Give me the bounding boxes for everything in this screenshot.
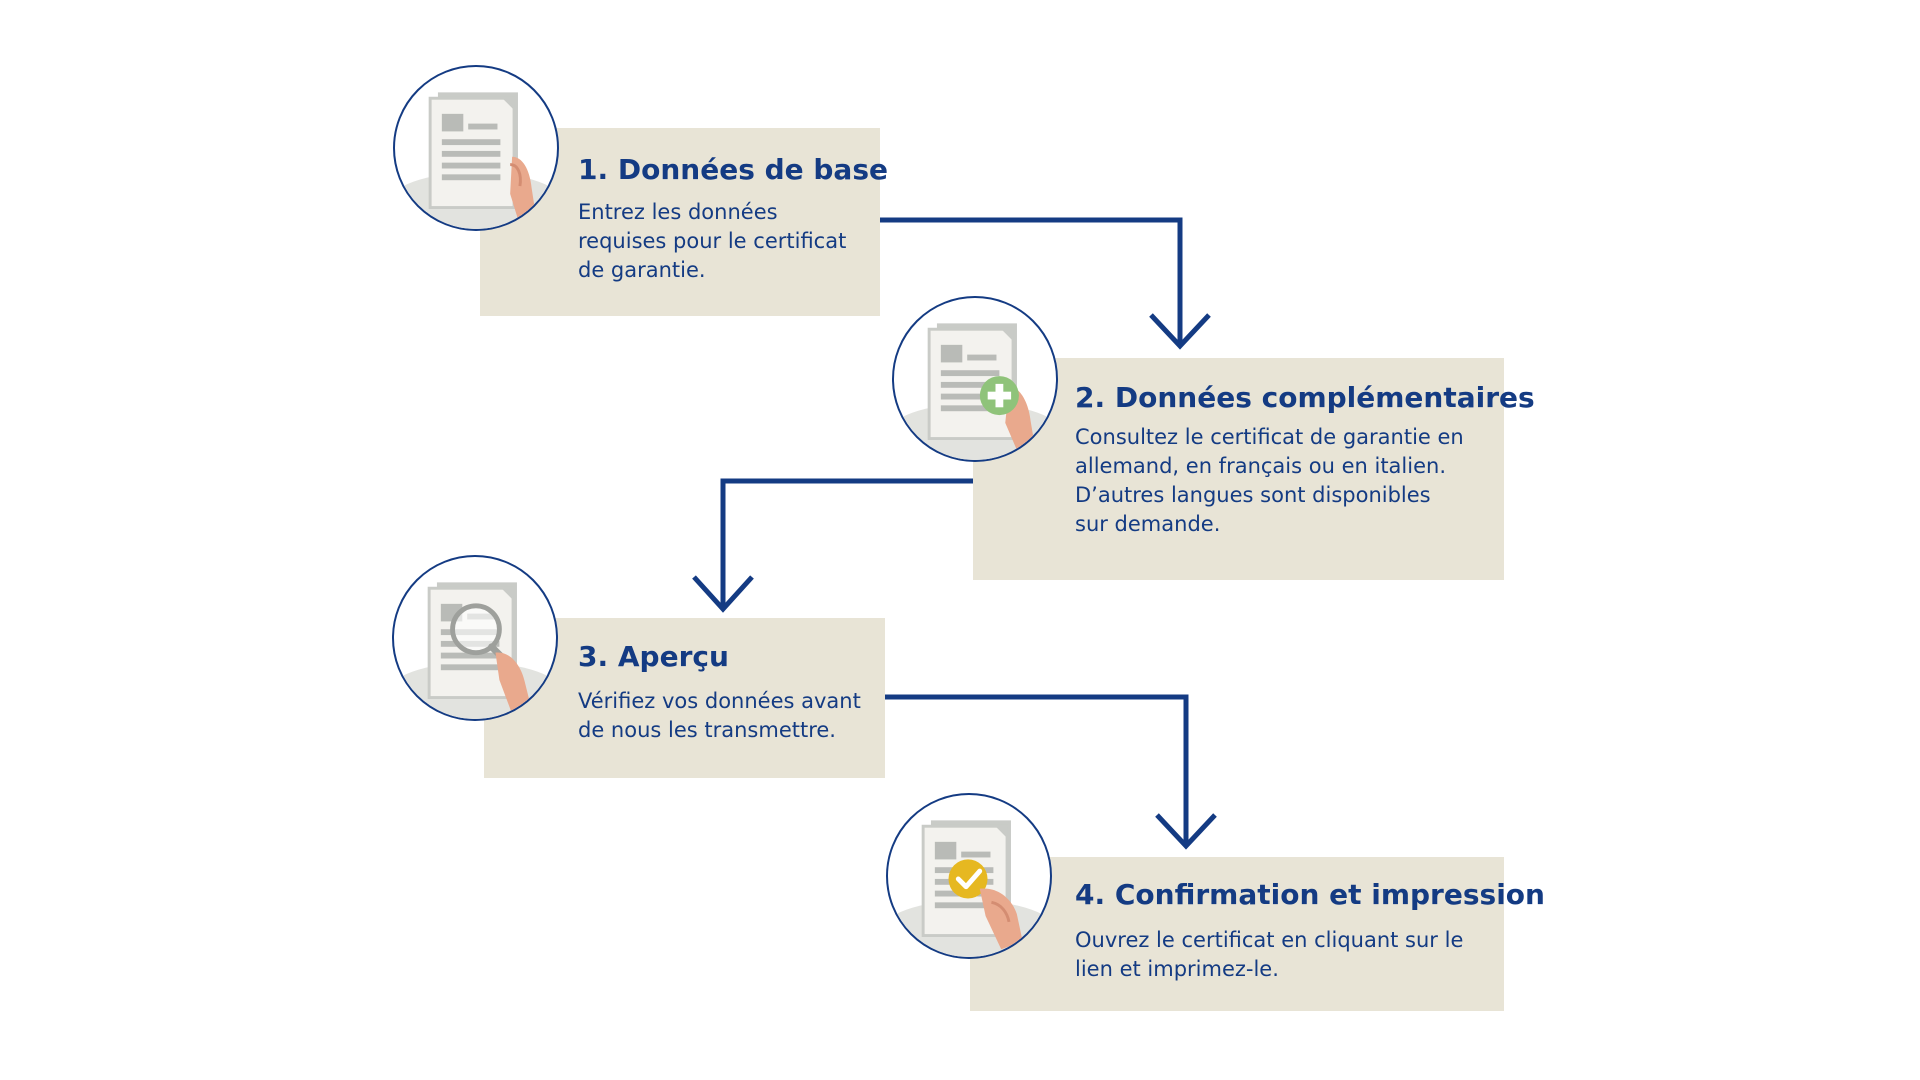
- connector-arrow-2-3: [720, 478, 973, 609]
- connector-arrow-3-4: [885, 694, 1189, 846]
- step-3-title: 3. Aperçu: [578, 640, 729, 673]
- arrowhead-2-3: [692, 575, 754, 613]
- document-check-icon: [886, 793, 1052, 959]
- step-1-description: Entrez les données requises pour le cert…: [578, 200, 847, 282]
- connector-arrow-1-2: [880, 217, 1183, 346]
- step-3-description: Vérifiez vos données avant de nous les t…: [578, 689, 861, 742]
- document-add-icon: [892, 296, 1058, 462]
- step-2-card: [973, 358, 1504, 580]
- step-2-title: 2. Données complémentaires: [1075, 381, 1535, 414]
- step-4-description: Ouvrez le certificat en cliquant sur le …: [1075, 928, 1464, 981]
- arrowhead-1-2: [1149, 313, 1211, 350]
- arrowhead-3-4: [1155, 813, 1217, 850]
- document-in-hand-icon: [393, 65, 559, 231]
- step-2-description: Consultez le certificat de garantie en a…: [1075, 425, 1464, 536]
- step-4-card: [970, 857, 1504, 1011]
- document-magnifier-icon: [392, 555, 558, 721]
- step-1-title: 1. Données de base: [578, 153, 888, 186]
- step-4-title: 4. Confirmation et impression: [1075, 878, 1545, 911]
